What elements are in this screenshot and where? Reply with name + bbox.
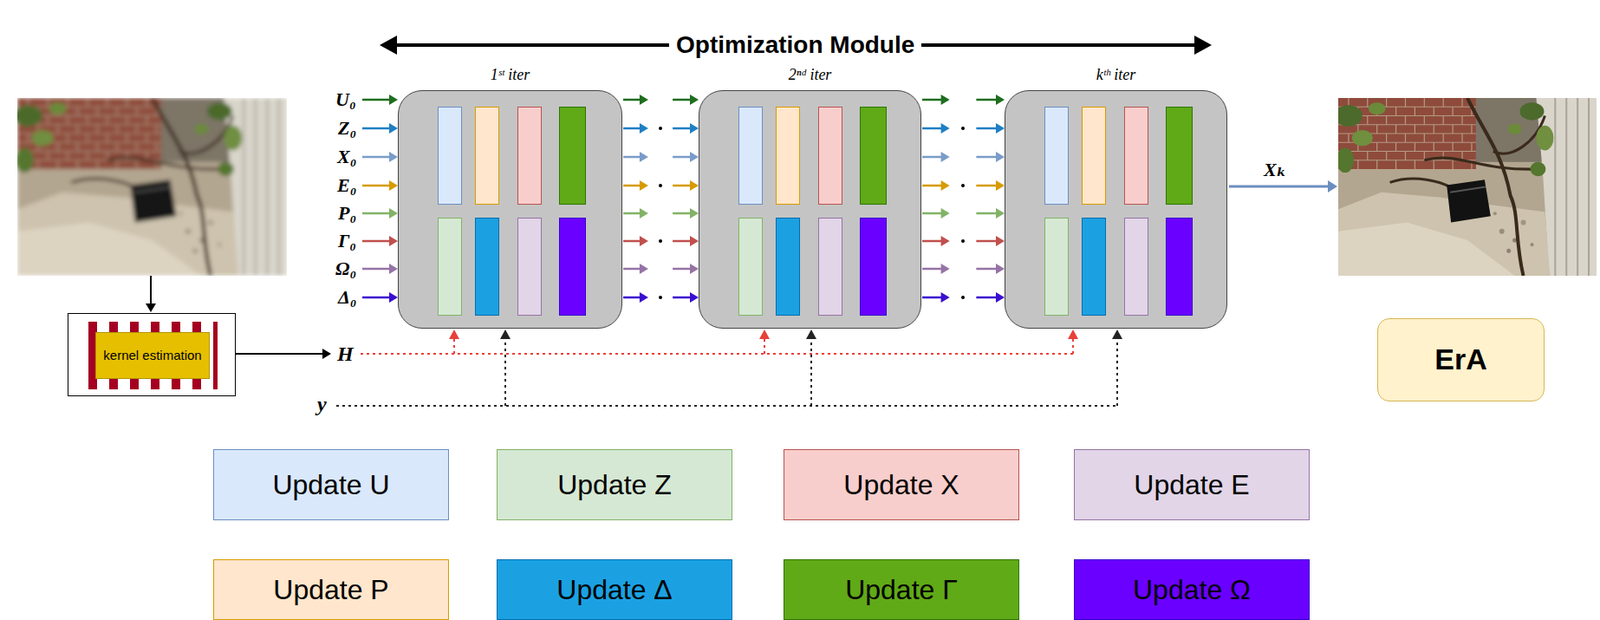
update-block [818, 217, 843, 316]
update-block [738, 106, 763, 205]
update-block [559, 106, 586, 205]
input-variable: Z₀ [338, 117, 357, 140]
update-block [775, 106, 800, 205]
iteration-connector [922, 94, 1005, 303]
legend-text: Update Δ [556, 573, 672, 606]
update-block [517, 106, 542, 205]
module-title: Optimization Module [669, 31, 922, 59]
era-label: ErA [1434, 342, 1487, 377]
iteration-block: kᵗʰ iter [1004, 90, 1228, 329]
update-block [474, 106, 500, 205]
restored-photo [1334, 97, 1597, 276]
legend-swatch: Update Δ [496, 559, 733, 620]
update-block [559, 217, 586, 316]
iteration-heading: 1ˢᵗ iter [398, 65, 622, 85]
input-variable: U₀ [335, 88, 357, 111]
legend-swatch: Update E [1073, 448, 1310, 521]
legend-swatch: Update Γ [783, 559, 1020, 620]
legend-swatch: Update X [783, 448, 1020, 521]
iteration-heading: kᵗʰ iter [1005, 65, 1227, 85]
kernel-label: kernel estimation [103, 348, 202, 364]
update-block [1124, 217, 1149, 316]
update-block [775, 217, 800, 316]
era-box: ErA [1377, 318, 1545, 402]
kernel-core: kernel estimation [95, 331, 210, 379]
input-arrows [362, 94, 398, 303]
input-variable: Ω₀ [335, 257, 357, 280]
legend-text: Update Γ [845, 573, 958, 606]
observation-symbol: y [317, 392, 327, 417]
legend-text: Update E [1133, 468, 1249, 501]
legend-text: Update Ω [1132, 573, 1251, 606]
kernel-symbol: H [337, 342, 354, 366]
iteration-label: 2ⁿᵈ iter [699, 65, 921, 85]
legend-swatch: Update P [213, 559, 449, 620]
update-block [738, 217, 763, 316]
update-block [474, 217, 500, 316]
update-block [517, 217, 542, 316]
iteration-connector [623, 94, 699, 303]
update-block [437, 217, 462, 316]
update-block [859, 106, 887, 205]
iteration-heading: 2ⁿᵈ iter [699, 65, 921, 85]
blurry-photo [13, 97, 287, 276]
input-variable: E₀ [337, 174, 357, 197]
update-block [1044, 106, 1069, 205]
legend-text: Update P [273, 573, 389, 606]
legend-text: Update X [843, 468, 959, 501]
update-block [1124, 106, 1149, 205]
update-block [1044, 217, 1069, 316]
input-variable: P₀ [338, 201, 357, 225]
update-block [437, 106, 462, 205]
legend-swatch: Update Ω [1073, 559, 1310, 620]
update-block [859, 217, 887, 316]
legend-text: Update Z [557, 468, 672, 501]
update-block [818, 106, 843, 205]
kernel-estimation-box: kernel estimation [67, 312, 236, 397]
legend-swatch: Update U [213, 448, 449, 521]
iteration-block: 1ˢᵗ iter [397, 90, 623, 329]
legend-text: Update U [272, 468, 390, 501]
iteration-label: 1ˢᵗ iter [398, 65, 622, 85]
input-variable: Γ₀ [338, 229, 357, 253]
iteration-block: 2ⁿᵈ iter [698, 90, 922, 329]
kernel-dotted-lines [360, 329, 1079, 354]
update-block [1165, 106, 1193, 205]
legend-swatch: Update Z [496, 448, 733, 521]
output-symbol: Xₖ [1263, 157, 1287, 182]
update-block [1165, 217, 1193, 316]
observation-dotted-lines [336, 329, 1123, 406]
iteration-label: kᵗʰ iter [1005, 65, 1227, 85]
update-block [1081, 217, 1106, 316]
input-variable: Δ₀ [338, 286, 357, 309]
output-arrow [1229, 180, 1338, 193]
input-variable: X₀ [337, 145, 357, 169]
update-block [1081, 106, 1106, 205]
